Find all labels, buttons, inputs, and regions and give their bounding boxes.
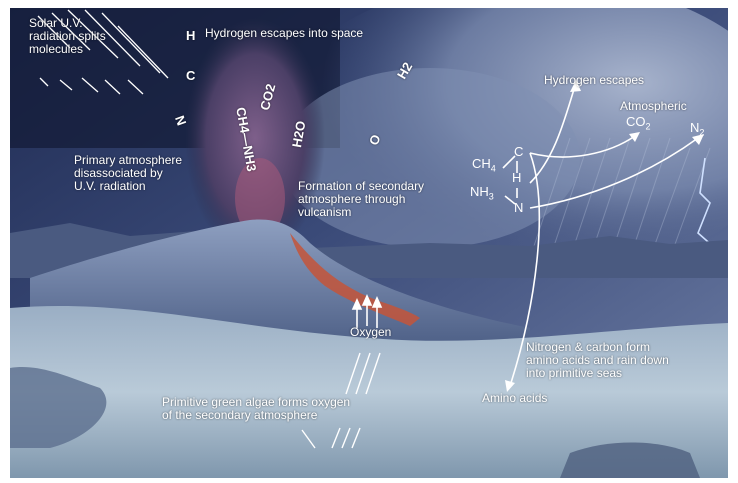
formula-n2-sub: 2: [699, 128, 704, 138]
formula-co2-sub: 2: [646, 122, 651, 132]
illustration-frame: Solar U.V. radiation splits molecules Hy…: [10, 8, 728, 478]
atmospheric-label: Atmospheric: [620, 100, 687, 113]
formula-co2-base: CO: [626, 114, 646, 129]
oxygen-label: Oxygen: [350, 326, 391, 339]
formula-n: N: [514, 200, 523, 215]
formula-ch4-sub: 4: [491, 164, 496, 174]
uv-label: Solar U.V. radiation splits molecules: [29, 17, 106, 56]
plume-c: C: [186, 68, 195, 83]
nitrogen-carbon-label: Nitrogen & carbon form amino acids and r…: [526, 341, 669, 380]
formula-ch4: CH4: [472, 156, 496, 174]
secondary-atmosphere-label: Formation of secondary atmosphere throug…: [298, 180, 424, 219]
formula-n2-base: N: [690, 120, 699, 135]
formula-co2: CO2: [626, 114, 651, 132]
formula-n2: N2: [690, 120, 704, 138]
primary-atmosphere-label: Primary atmosphere disassociated by U.V.…: [74, 154, 182, 193]
formula-h: H: [512, 170, 521, 185]
hydrogen-space-label: Hydrogen escapes into space: [205, 27, 363, 40]
formula-ch4-base: CH: [472, 156, 491, 171]
formula-c: C: [514, 144, 523, 159]
amino-acids-label: Amino acids: [482, 392, 547, 405]
storm-cloud-2: [280, 68, 580, 248]
hydrogen-escapes-label: Hydrogen escapes: [544, 74, 644, 87]
formula-nh3: NH3: [470, 184, 494, 202]
oxygen-arrows: [353, 296, 381, 328]
plume-h: H: [186, 28, 195, 43]
green-algae-label: Primitive green algae forms oxygen of th…: [162, 396, 350, 422]
formula-nh3-sub: 3: [489, 192, 494, 202]
formula-nh3-base: NH: [470, 184, 489, 199]
